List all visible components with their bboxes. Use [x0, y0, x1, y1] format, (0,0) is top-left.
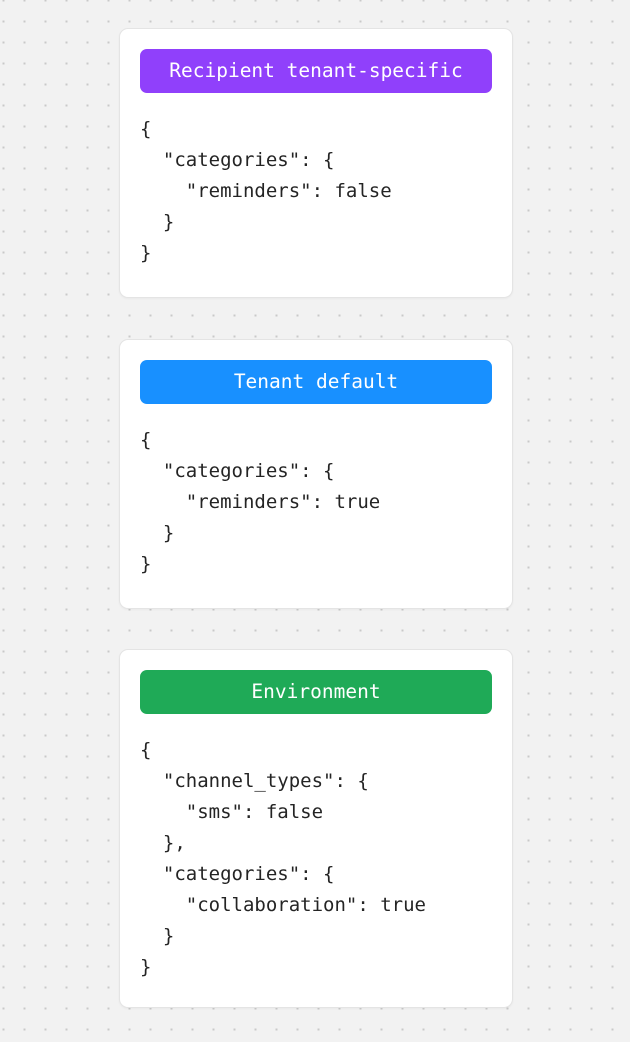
card-code-recipient-tenant-specific: { "categories": { "reminders": false } } — [140, 118, 392, 264]
card-tenant-default: Tenant default { "categories": { "remind… — [119, 339, 513, 609]
card-badge-tenant-default: Tenant default — [140, 360, 492, 404]
card-code-environment: { "channel_types": { "sms": false }, "ca… — [140, 739, 426, 978]
card-environment: Environment { "channel_types": { "sms": … — [119, 649, 513, 1008]
card-recipient-tenant-specific: Recipient tenant-specific { "categories"… — [119, 28, 513, 298]
card-badge-environment: Environment — [140, 670, 492, 714]
card-badge-recipient-tenant-specific: Recipient tenant-specific — [140, 49, 492, 93]
card-code-tenant-default: { "categories": { "reminders": true } } — [140, 429, 381, 575]
